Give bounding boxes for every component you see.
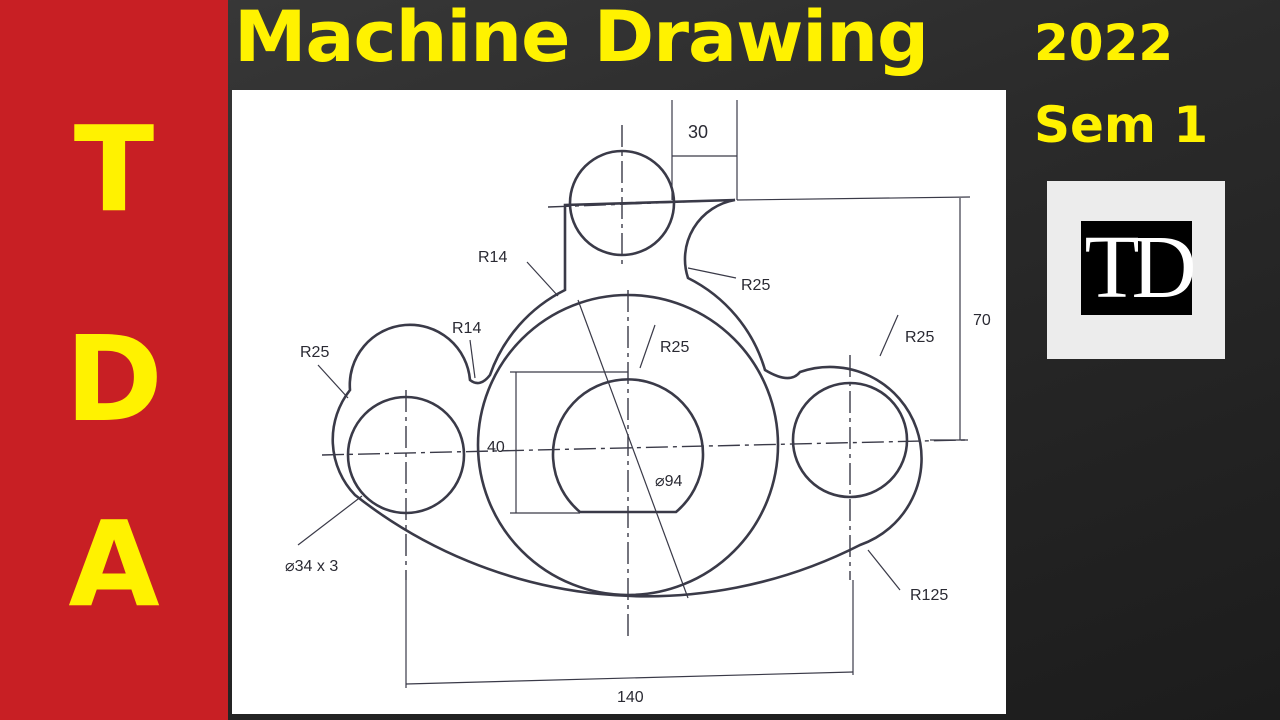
side-band: T D A — [0, 0, 228, 720]
dim-40: 40 — [487, 439, 505, 456]
machine-part-drawing: 30 70 40 140 ⌀94 ⌀34 x 3 R14 R25 R25 R14… — [285, 100, 991, 706]
band-letter-t: T — [73, 100, 155, 238]
drawing-sheet: 30 70 40 140 ⌀94 ⌀34 x 3 R14 R25 R25 R14… — [232, 90, 1006, 714]
band-letter-d: D — [65, 310, 163, 448]
page-title: Machine Drawing — [234, 0, 929, 78]
radius-r14-top: R14 — [478, 249, 507, 266]
channel-logo: TD — [1047, 181, 1225, 359]
radius-r14-left: R14 — [452, 320, 481, 337]
radius-r125: R125 — [910, 587, 948, 604]
radius-r25-top-right: R25 — [741, 277, 770, 294]
dim-holes: ⌀34 x 3 — [285, 558, 338, 575]
semester-label: Sem 1 — [1034, 96, 1209, 154]
band-letter-a: A — [68, 495, 160, 633]
radius-r25-center: R25 — [660, 339, 689, 356]
radius-r25-left: R25 — [300, 344, 329, 361]
dim-dia94: ⌀94 — [655, 473, 683, 490]
dim-30: 30 — [688, 122, 708, 142]
radius-r25-right: R25 — [905, 329, 934, 346]
dim-70: 70 — [973, 312, 991, 329]
dim-140: 140 — [617, 689, 644, 706]
year-label: 2022 — [1034, 14, 1174, 72]
logo-text: TD — [1081, 221, 1196, 315]
